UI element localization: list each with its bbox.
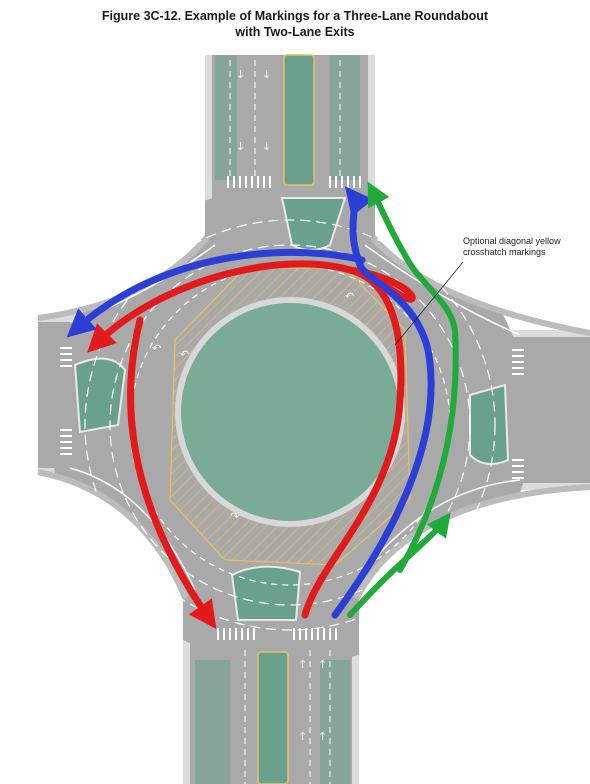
east-crosswalk bbox=[512, 349, 524, 479]
figure-title-line1: Figure 3C-12. Example of Markings for a … bbox=[101, 9, 489, 23]
green-path-2 bbox=[367, 181, 459, 573]
south-splitter-island bbox=[230, 565, 302, 621]
arrow-marking: ↓ bbox=[262, 140, 271, 153]
blue-path-2 bbox=[66, 248, 366, 338]
approach-medians bbox=[195, 54, 360, 784]
arrow-marking: ↑ bbox=[318, 730, 327, 743]
west-splitter-island bbox=[73, 357, 127, 434]
west-crosswalk bbox=[60, 347, 72, 455]
figure-title-line2: with Two-Lane Exits bbox=[235, 25, 355, 39]
se-corner-island bbox=[359, 490, 590, 784]
red-path bbox=[87, 260, 405, 619]
annotation-line1: Optional diagonal yellow bbox=[463, 236, 561, 246]
arrow-marking: ↓ bbox=[236, 68, 245, 81]
east-splitter-island bbox=[469, 383, 510, 465]
arrow-marking: ↶ bbox=[152, 342, 161, 355]
arrow-marking: ↑ bbox=[298, 730, 307, 743]
annotation-leader-line bbox=[394, 261, 464, 346]
sw-corner-island bbox=[38, 475, 183, 784]
north-crosswalk bbox=[227, 176, 361, 188]
nw-corner-island bbox=[38, 55, 205, 315]
vehicle-paths bbox=[66, 181, 459, 620]
north-median bbox=[283, 54, 315, 186]
south-median bbox=[257, 651, 289, 784]
splitter-islands bbox=[73, 197, 510, 621]
central-island bbox=[169, 267, 411, 566]
annotation-line2: crosshatch markings bbox=[463, 247, 546, 257]
arrow-marking: ↑ bbox=[298, 658, 307, 671]
crosshatch-annotation: Optional diagonal yellow crosshatch mark… bbox=[463, 236, 583, 258]
arrow-marking: ↓ bbox=[262, 68, 271, 81]
arrow-marking: ↑ bbox=[318, 658, 327, 671]
arrow-marking: ↓ bbox=[236, 140, 245, 153]
blue-path bbox=[331, 186, 435, 619]
figure-title: Figure 3C-12. Example of Markings for a … bbox=[0, 8, 590, 40]
ne-corner-island bbox=[375, 55, 590, 330]
